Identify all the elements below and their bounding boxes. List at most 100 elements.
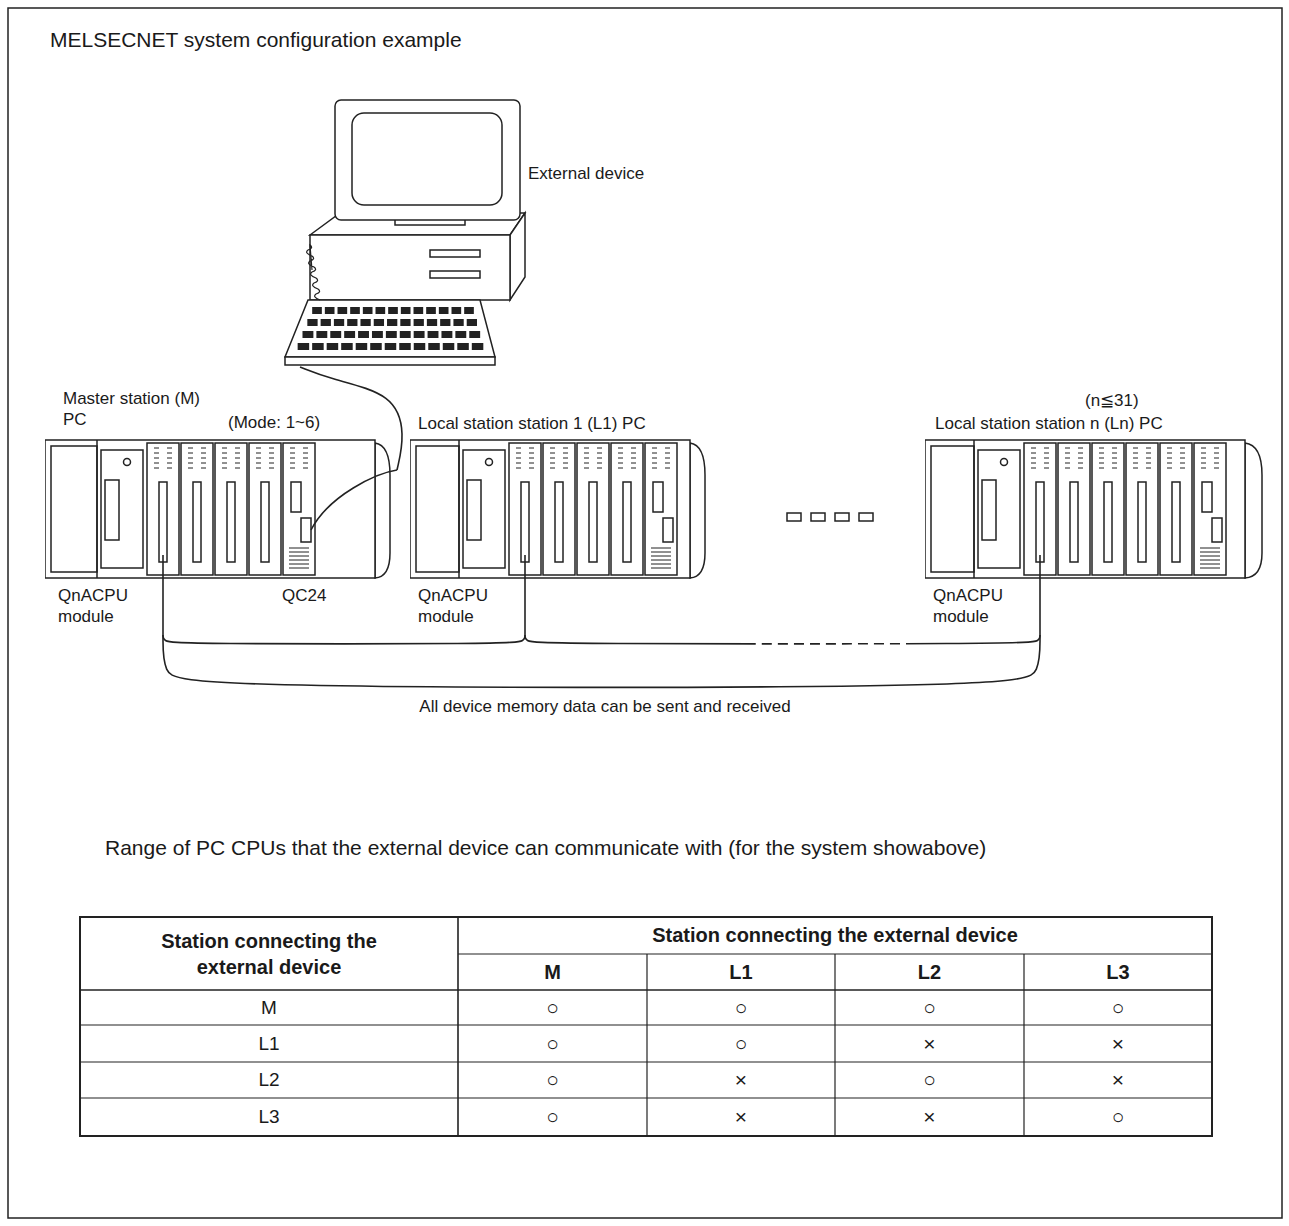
key [370, 343, 382, 350]
led [256, 468, 261, 469]
led [1065, 458, 1070, 459]
led [1201, 453, 1206, 454]
terminal [651, 568, 671, 569]
key [312, 307, 322, 314]
led [201, 468, 206, 469]
table-cell: ○ [835, 990, 1024, 1025]
led [584, 458, 589, 459]
led [154, 448, 159, 449]
led [1180, 453, 1185, 454]
table-header: L3 [1024, 954, 1212, 990]
module-slot [521, 482, 529, 562]
table-row-header: L1 [80, 1025, 458, 1062]
led [222, 448, 227, 449]
drawing-part [45, 440, 390, 578]
network-note: All device memory data can be sent and r… [380, 697, 830, 717]
led [222, 463, 227, 464]
table-cell: ○ [647, 990, 835, 1025]
key [440, 319, 450, 326]
key [457, 343, 469, 350]
key [312, 343, 324, 350]
led [256, 453, 261, 454]
io-module [1194, 443, 1226, 575]
led [529, 468, 534, 469]
table-cell: × [647, 1098, 835, 1136]
module-slot [1104, 482, 1112, 562]
led [652, 463, 657, 464]
table-rule [80, 1024, 1212, 1025]
terminal [1200, 548, 1220, 549]
key [426, 307, 436, 314]
led [631, 458, 636, 459]
led [516, 463, 521, 464]
keyboard [285, 300, 495, 357]
page-frame [8, 8, 1282, 1218]
key [344, 331, 355, 338]
led [167, 453, 172, 454]
led [290, 468, 295, 469]
key [358, 331, 369, 338]
led [1201, 468, 1206, 469]
module-slot [623, 482, 631, 562]
terminal [289, 564, 309, 565]
led [256, 448, 261, 449]
cpu-panel [982, 480, 996, 540]
led [1146, 463, 1151, 464]
led [235, 458, 240, 459]
table-cell: × [835, 1098, 1024, 1136]
led [529, 448, 534, 449]
table-cell: × [1024, 1025, 1212, 1062]
module-slot [159, 482, 167, 562]
network-cable [524, 555, 526, 635]
monitor-screen [352, 113, 502, 205]
module-slot [1036, 482, 1044, 562]
led [1078, 468, 1083, 469]
led [201, 463, 206, 464]
led [550, 458, 555, 459]
dot-symbol [787, 513, 801, 521]
key [428, 343, 440, 350]
io-module [215, 443, 247, 575]
module-window [653, 482, 663, 512]
led [1112, 463, 1117, 464]
key [341, 343, 353, 350]
led [167, 448, 172, 449]
led [303, 448, 308, 449]
led [1065, 453, 1070, 454]
led [529, 458, 534, 459]
led [269, 453, 274, 454]
key [427, 319, 437, 326]
led [303, 453, 308, 454]
table-cell: ○ [1024, 1098, 1212, 1136]
key [455, 331, 466, 338]
led [597, 453, 602, 454]
table-cell: ○ [458, 1025, 647, 1062]
led [665, 468, 670, 469]
network-cable [1039, 555, 1041, 635]
led [1078, 453, 1083, 454]
led [1201, 448, 1206, 449]
led [563, 463, 568, 464]
network-cable [162, 555, 164, 635]
table-header: Station connecting the external device [458, 917, 1212, 954]
led [1167, 463, 1172, 464]
key [376, 307, 386, 314]
module-slot [1070, 482, 1078, 562]
led [290, 463, 295, 464]
station-label: Local station station n (Ln) PC [935, 413, 1163, 434]
terminal [651, 560, 671, 561]
serial-connector [663, 518, 673, 542]
module-window [1202, 482, 1212, 512]
table-cell: × [1024, 1062, 1212, 1098]
dot-symbol [859, 513, 873, 521]
table-rule [80, 1097, 1212, 1098]
led [631, 453, 636, 454]
led [529, 463, 534, 464]
io-module [1160, 443, 1192, 575]
terminal [289, 560, 309, 561]
serial-connector [1212, 518, 1222, 542]
station-label: QnACPU module [418, 585, 498, 628]
led [1044, 448, 1049, 449]
led [1065, 463, 1070, 464]
